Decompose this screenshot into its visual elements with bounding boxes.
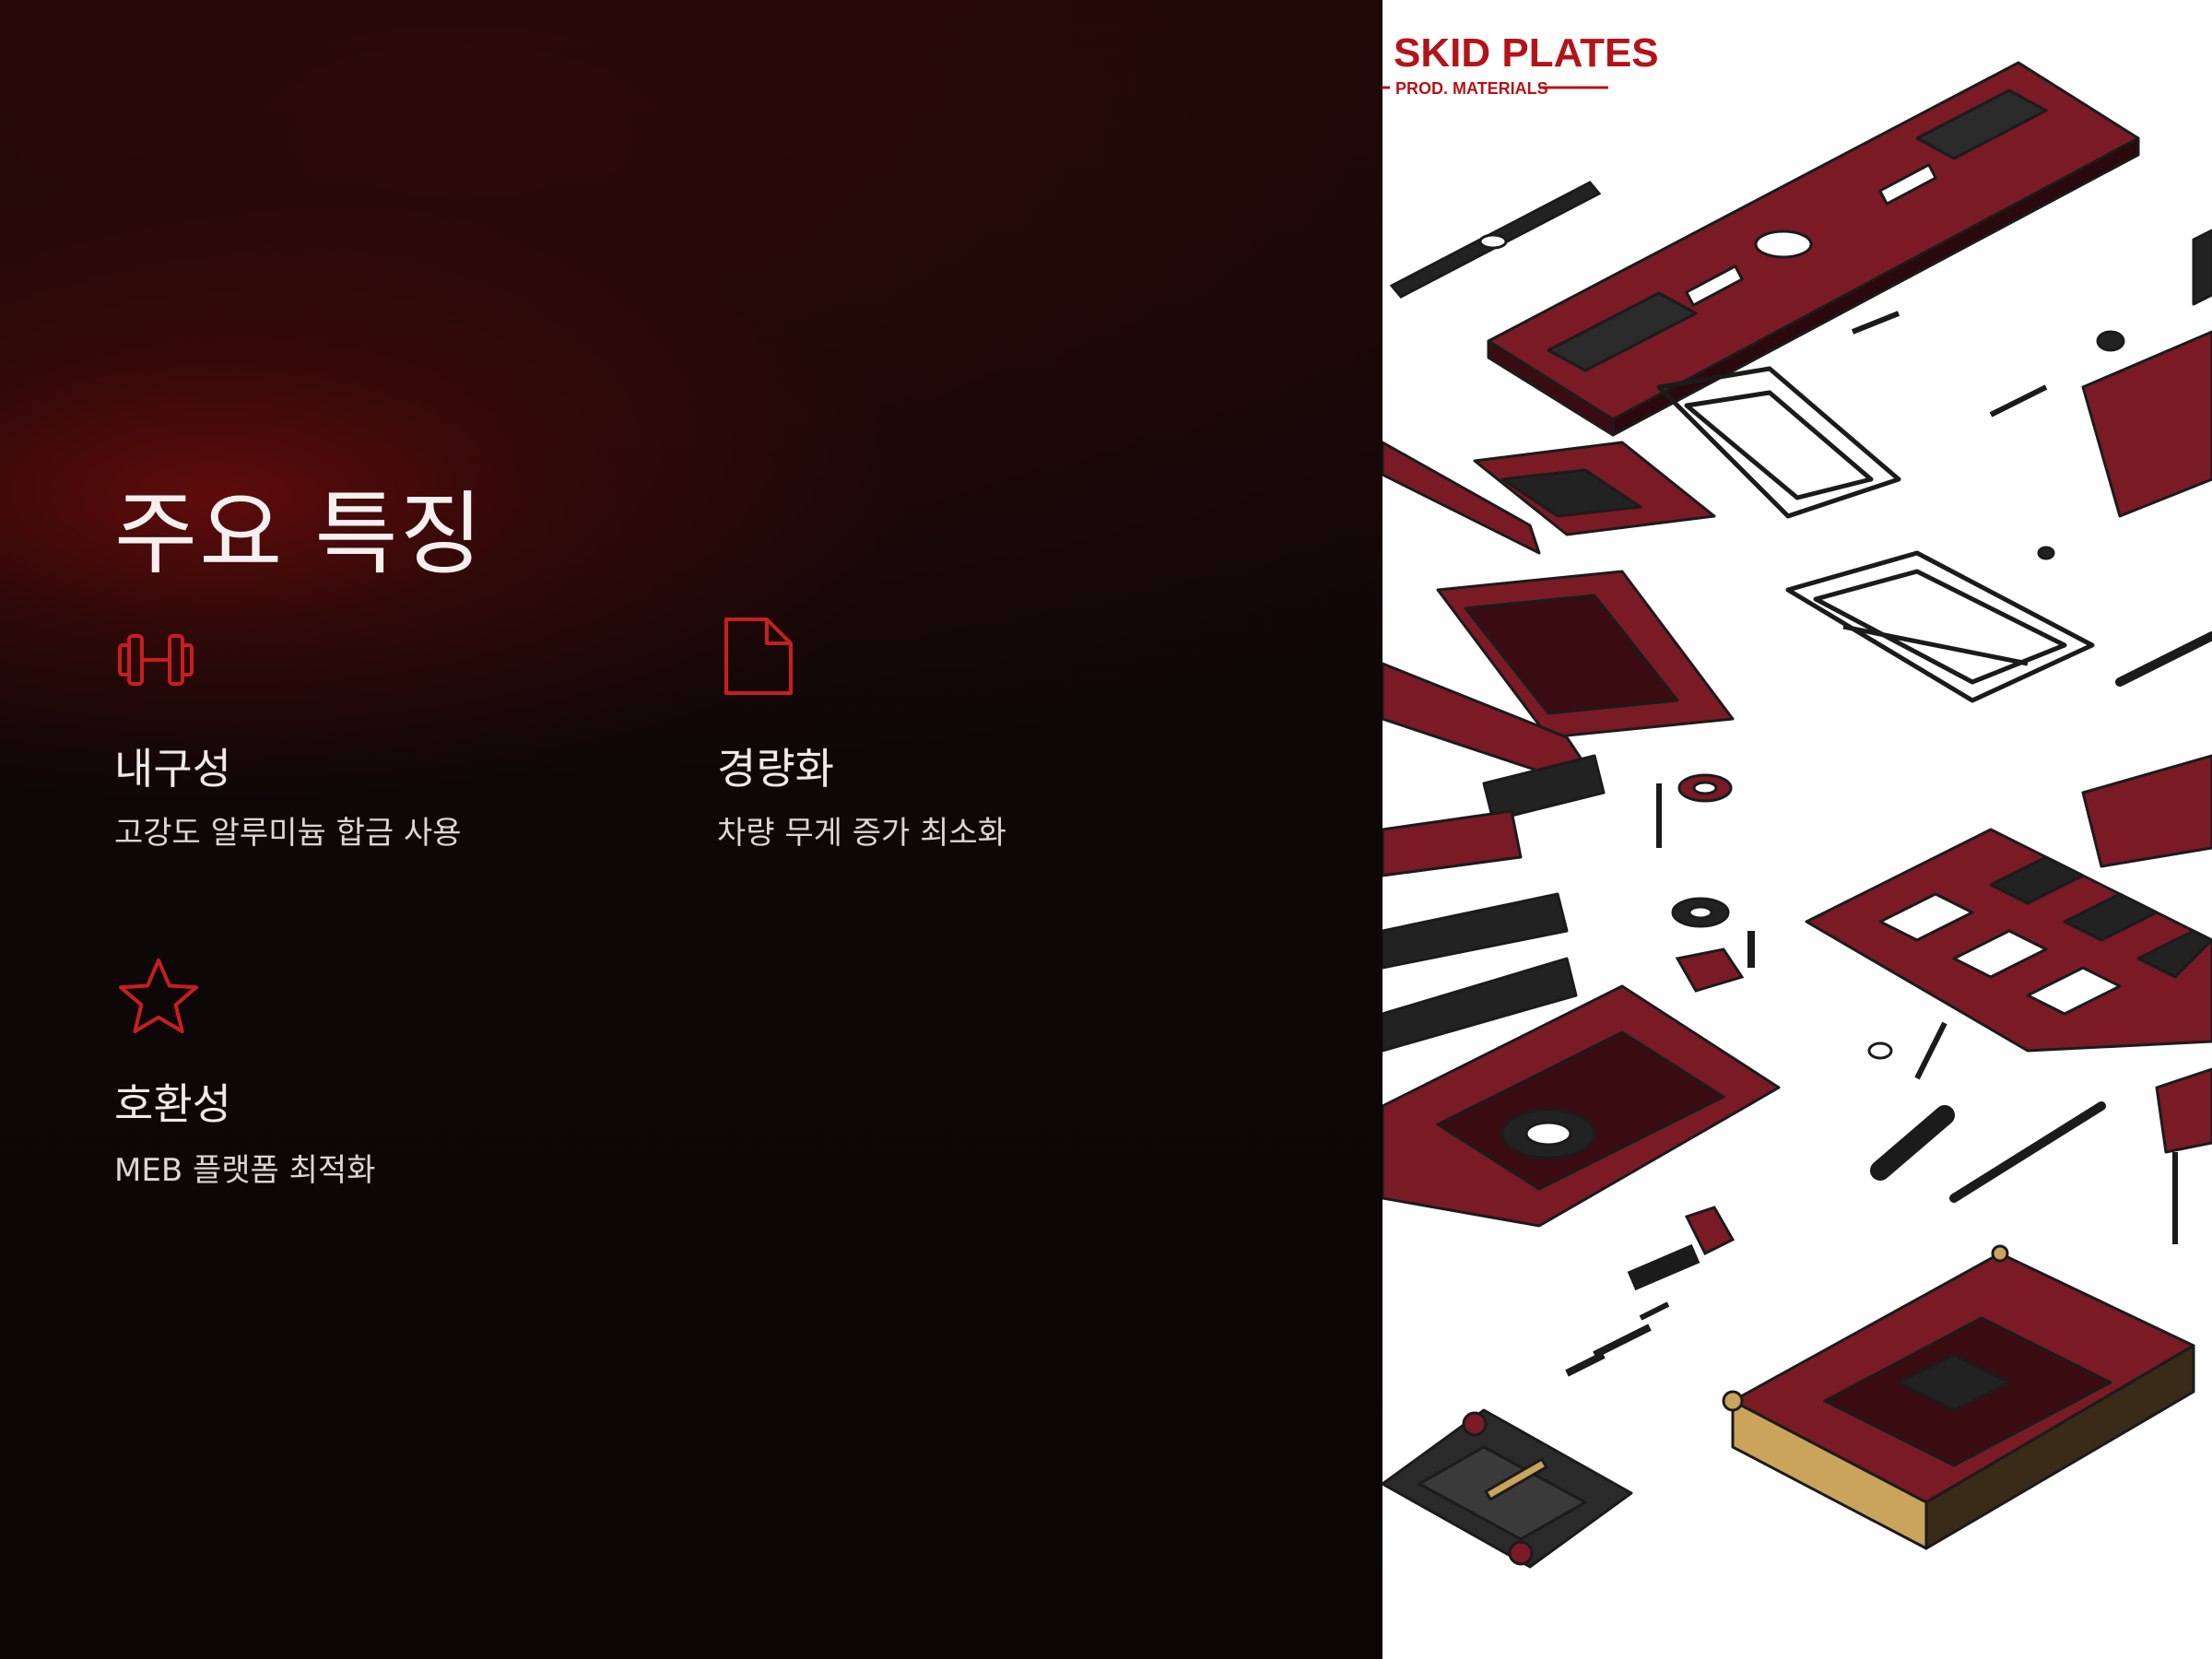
dumbbell-icon bbox=[118, 634, 194, 686]
top-skid-plate bbox=[1487, 61, 2140, 437]
features-panel: 주요 특징 내구성 고강도 알루미늄 합금 사용 경량화 차량 무게 증가 최소… bbox=[0, 0, 1382, 1659]
illustration-subtitle: PROD. MATERIALS bbox=[1395, 79, 1548, 98]
feature-compatibility: 호환성 MEB 플랫폼 최적화 bbox=[114, 955, 630, 1198]
document-icon bbox=[724, 618, 793, 695]
feature-title: 내구성 bbox=[114, 744, 231, 794]
skid-plate-illustration: SKID PLATES PROD. MATERIALS bbox=[1382, 0, 2212, 1659]
page-title: 주요 특징 bbox=[114, 482, 485, 587]
illustration-title: SKID PLATES bbox=[1394, 30, 1659, 76]
feature-title: 경량화 bbox=[717, 744, 834, 794]
exploded-parts-drawing: SKID PLATES PROD. MATERIALS bbox=[1382, 30, 2212, 1569]
feature-description: 차량 무게 증가 최소화 bbox=[717, 815, 1006, 852]
feature-durability: 내구성 고강도 알루미늄 합금 사용 bbox=[114, 616, 630, 855]
feature-lightweight: 경량화 차량 무게 증가 최소화 bbox=[717, 612, 1233, 855]
feature-title: 호환성 bbox=[114, 1079, 231, 1129]
star-icon bbox=[119, 959, 198, 1033]
feature-description: MEB 플랫폼 최적화 bbox=[114, 1152, 376, 1189]
feature-description: 고강도 알루미늄 합금 사용 bbox=[114, 815, 462, 852]
